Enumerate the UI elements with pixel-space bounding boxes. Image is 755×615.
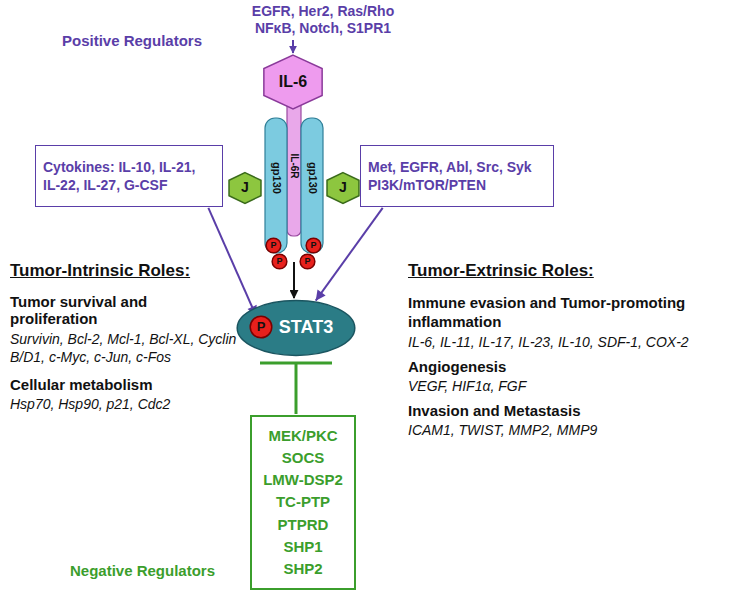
regulator-box: MEK/PKCSOCSLMW-DSP2TC-PTPPTPRDSHP1SHP2	[250, 415, 356, 590]
node-text: P	[276, 257, 282, 267]
group-heading: Positive Regulators	[62, 32, 202, 49]
subheading: Tumor survival and proliferation	[10, 293, 238, 327]
regulator-item: LMW-DSP2	[263, 469, 343, 491]
section-heading: Tumor-Extrinsic Roles:	[408, 261, 748, 281]
node-text: J	[241, 180, 249, 195]
subheading: Angiogenesis	[408, 358, 748, 375]
ligand-hexagon-fill	[264, 55, 322, 109]
activation-arrow	[316, 208, 383, 301]
chain-label: gp130	[271, 162, 282, 194]
node-text: J	[339, 180, 347, 195]
phospho-circle: P	[266, 238, 281, 253]
node-text: P	[257, 320, 266, 334]
regulator-item: SHP1	[283, 536, 322, 558]
connector-line	[316, 208, 383, 301]
connector-line	[208, 208, 256, 316]
phospho-circle: P	[272, 254, 287, 269]
regulator-item: PTPRD	[278, 514, 329, 536]
gene-list: Survivin, Bcl-2, Mcl-1, Bcl-XL, Cyclin B…	[10, 330, 238, 366]
jak-hexagon-fill	[229, 173, 261, 204]
inhibition-connector	[260, 363, 332, 414]
connector-line	[295, 363, 298, 414]
phospho-circle-fill	[306, 238, 321, 253]
arrow-head	[316, 290, 326, 301]
ligand-hexagon: IL-6	[262, 54, 324, 110]
phospho-circle: P	[250, 316, 272, 338]
phospho-circle: P	[300, 254, 315, 269]
subheading: Invasion and Metastasis	[408, 402, 748, 419]
activation-arrow	[208, 208, 256, 316]
signal-arrow	[293, 262, 295, 298]
regulator-item: MEK/PKC	[268, 425, 337, 447]
jak-hexagon: J	[228, 172, 262, 204]
phospho-circle-fill	[300, 254, 315, 269]
regulator-item: SOCS	[282, 447, 325, 469]
stat3-ellipse-fill	[237, 301, 355, 356]
group-heading: Negative Regulators	[70, 562, 215, 579]
node-text: P	[310, 241, 316, 251]
subheading: Cellular metabolism	[10, 376, 238, 393]
gene-list: ICAM1, TWIST, MMP2, MMP9	[408, 422, 748, 438]
regulator-item: TC-PTP	[276, 491, 330, 513]
node-text: Met, EGFR, Abl, Src, Syk PI3K/mTOR/PTEN	[368, 158, 546, 194]
regulator-box: Cytokines: IL-10, IL-21, IL-22, IL-27, G…	[35, 145, 223, 207]
node-text: IL-6	[279, 73, 307, 91]
chain-label: gp130	[307, 162, 318, 194]
jak-hexagon-fill	[327, 173, 359, 204]
node-text: P	[270, 241, 276, 251]
regulator-list: EGFR, Her2, Ras/Rho NFκB, Notch, S1PR1	[243, 3, 403, 37]
gp130-chain	[301, 118, 323, 253]
chain-label: IL-6R	[289, 154, 299, 179]
phospho-circle: P	[306, 238, 321, 253]
phospho-circle-fill	[266, 238, 281, 253]
jak-hexagon: J	[326, 172, 360, 204]
regulator-item: SHP2	[283, 558, 322, 580]
gp130-chain	[265, 118, 287, 253]
text-column: Tumor-Extrinsic Roles: Immune evasion and…	[408, 261, 748, 438]
node-text: Cytokines: IL-10, IL-21, IL-22, IL-27, G…	[43, 158, 215, 194]
regulator-box: Met, EGFR, Abl, Src, Syk PI3K/mTOR/PTEN	[360, 145, 554, 207]
text-column: Tumor-Intrinsic Roles: Tumor survival and…	[10, 261, 238, 412]
il6r-chain	[287, 100, 301, 236]
node-text: P	[304, 257, 310, 267]
input-arrow	[292, 40, 294, 53]
phospho-circle-fill	[272, 254, 287, 269]
gene-list: VEGF, HIF1α, FGF	[408, 378, 748, 394]
section-heading: Tumor-Intrinsic Roles:	[10, 261, 238, 281]
gene-list: IL-6, IL-11, IL-17, IL-23, IL-10, SDF-1,…	[408, 334, 748, 350]
node-text: STAT3	[279, 318, 333, 338]
phospho-circle-fill	[250, 316, 272, 338]
inhibition-bar	[260, 362, 332, 365]
gene-list: Hsp70, Hsp90, p21, Cdc2	[10, 396, 238, 412]
subheading: Immune evasion and Tumor-promoting infla…	[408, 293, 718, 331]
